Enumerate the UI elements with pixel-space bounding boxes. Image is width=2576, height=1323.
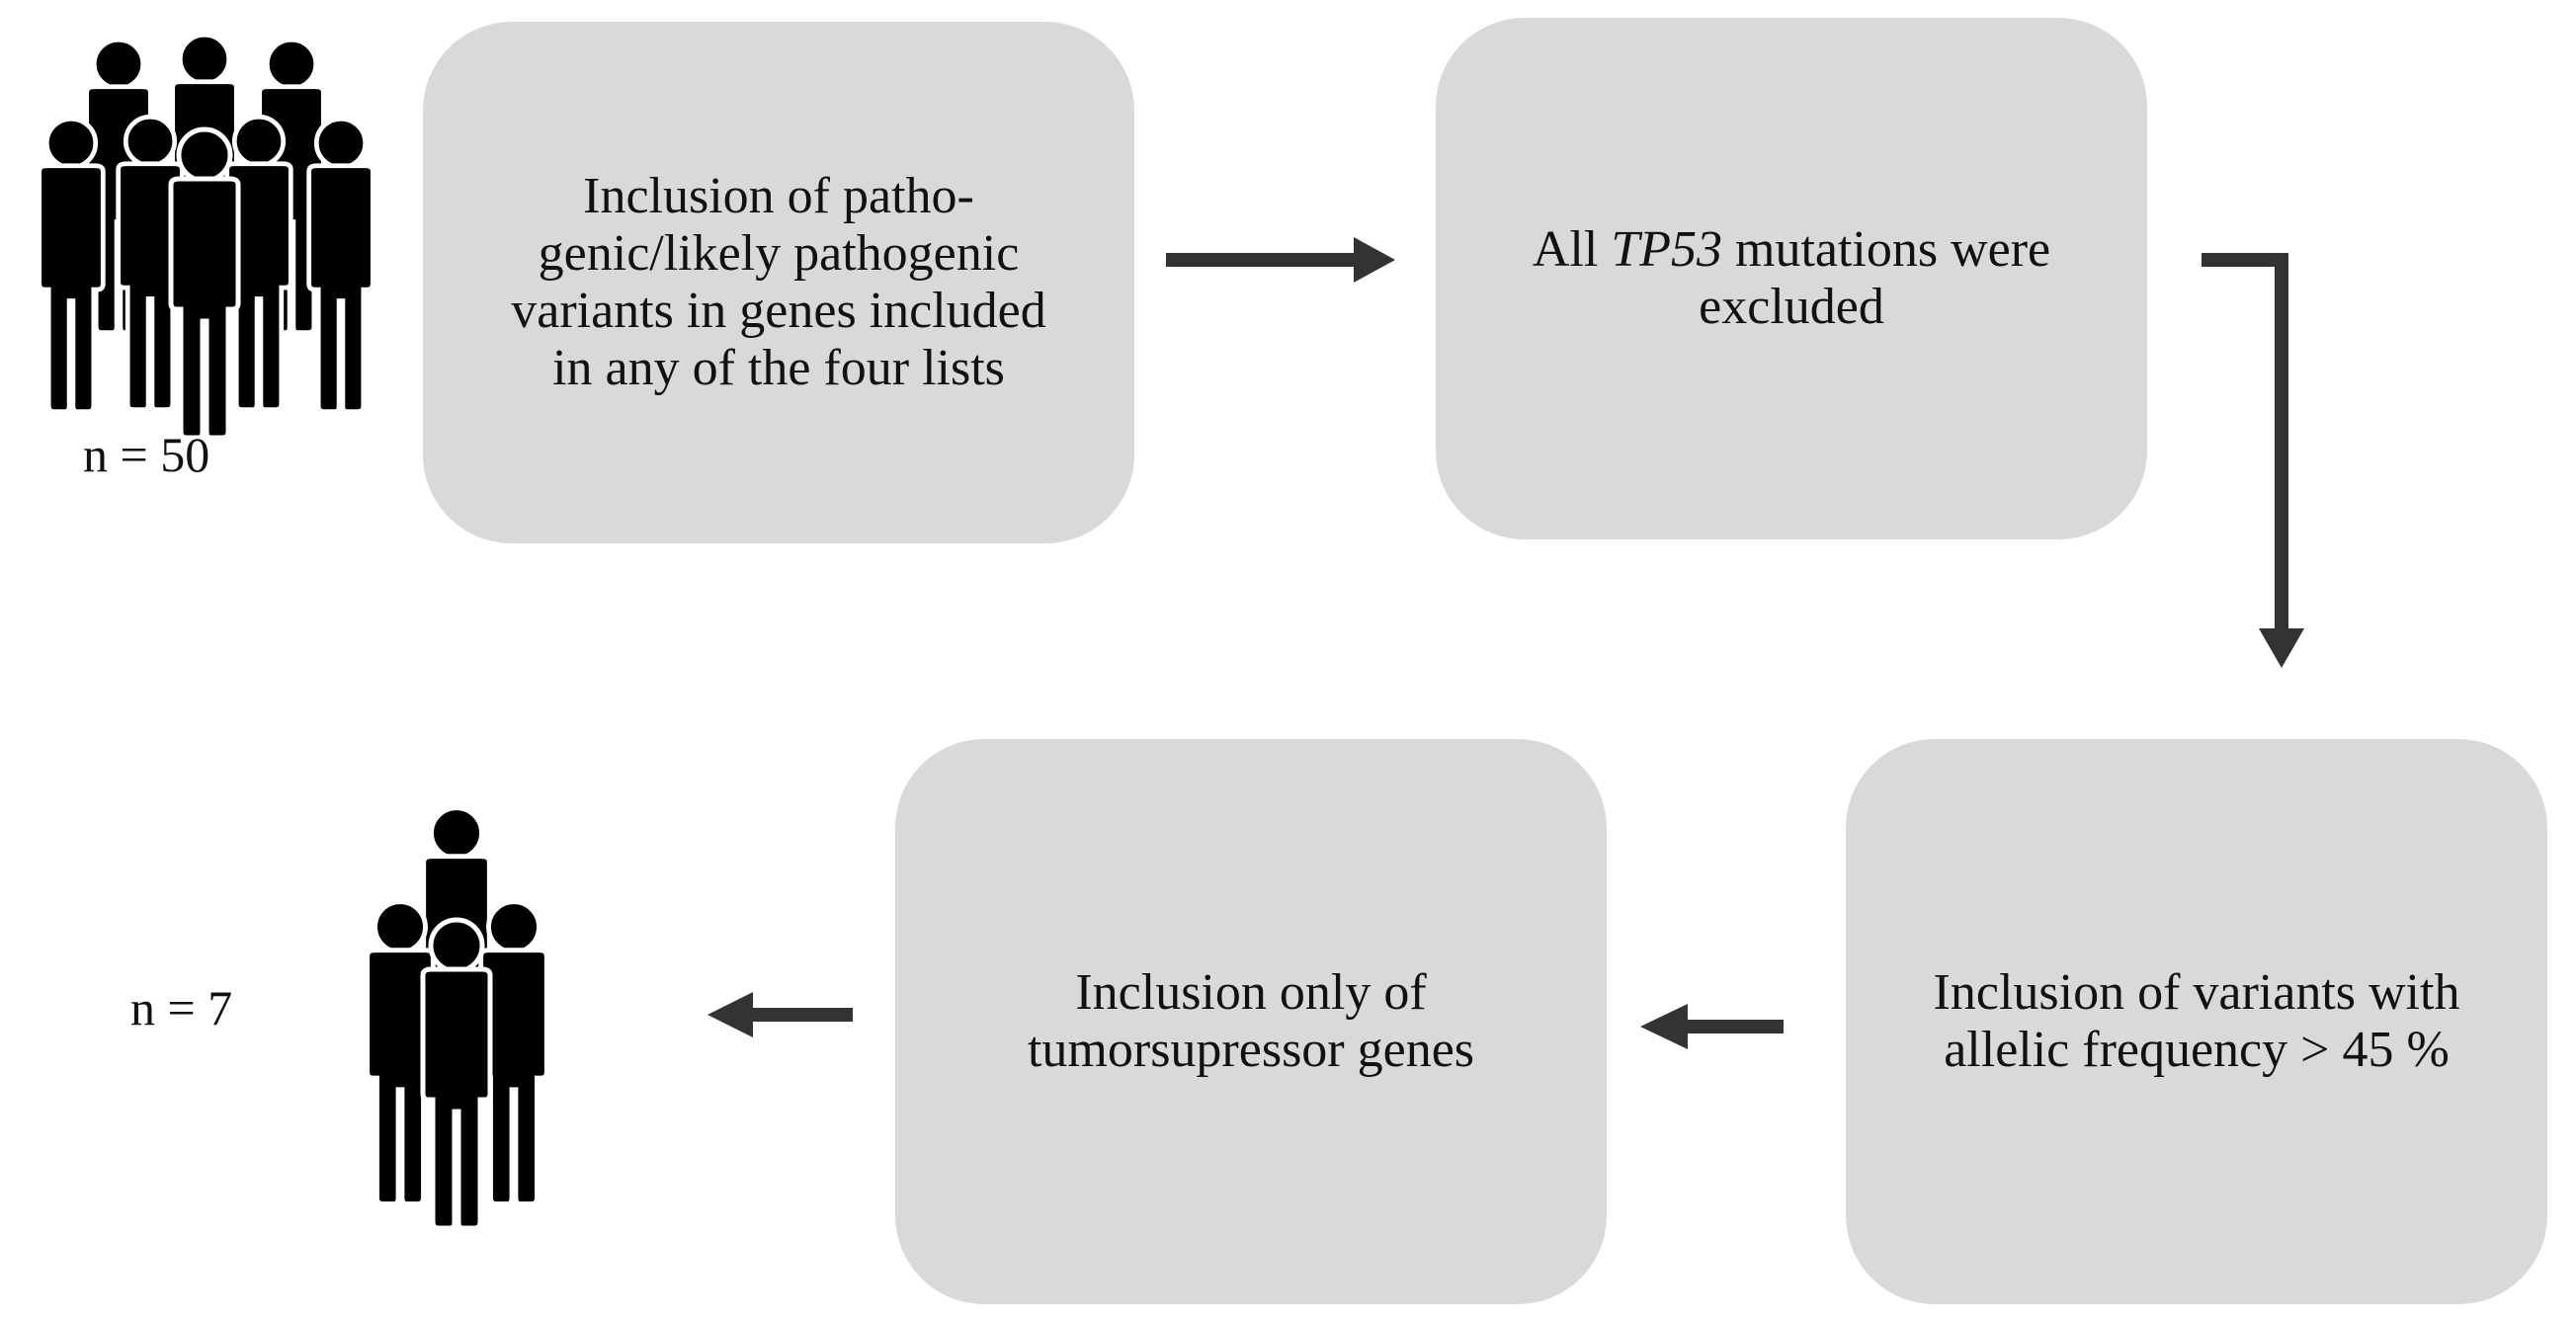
start-count-label: n = 50 bbox=[83, 427, 210, 482]
arrow-right-icon bbox=[1166, 237, 1395, 283]
step-box-4: Inclusion only of tumorsupressor genes bbox=[895, 739, 1607, 1304]
arrow-left-icon bbox=[707, 992, 853, 1037]
step-4-text: Inclusion only of tumorsupressor genes bbox=[1027, 964, 1475, 1078]
arrow-down-icon bbox=[2202, 253, 2304, 668]
step-box-2: All TP53 mutations were excluded bbox=[1436, 18, 2147, 539]
people-group-icon bbox=[368, 808, 547, 1228]
end-count-label: n = 7 bbox=[130, 980, 233, 1035]
people-group-icon bbox=[40, 35, 374, 438]
step-2-text-prefix: All bbox=[1532, 221, 1612, 278]
arrow-left-icon bbox=[1640, 1004, 1784, 1049]
step-box-1: Inclusion of patho- genic/likely pathoge… bbox=[423, 22, 1134, 543]
step-2-text: All TP53 mutations were excluded bbox=[1533, 221, 2050, 336]
step-2-text-suffix: mutations were excluded bbox=[1699, 221, 2051, 335]
step-3-text: Inclusion of variants with allelic frequ… bbox=[1933, 964, 2460, 1078]
step-1-text: Inclusion of patho- genic/likely pathoge… bbox=[511, 168, 1046, 396]
step-2-gene-name: TP53 bbox=[1611, 221, 1722, 278]
step-box-3: Inclusion of variants with allelic frequ… bbox=[1846, 739, 2547, 1304]
